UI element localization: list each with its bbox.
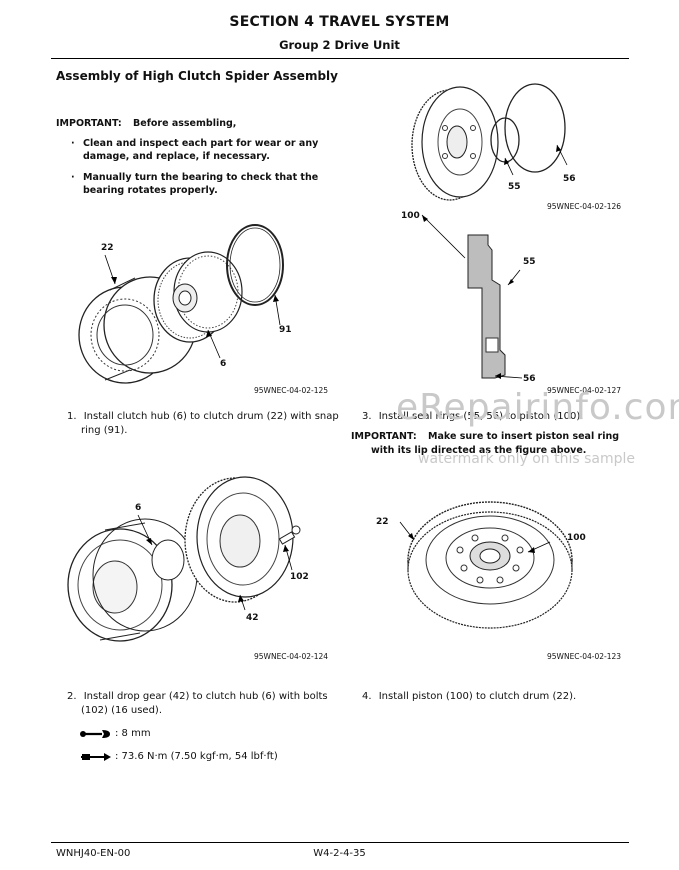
step-number: 3. — [362, 411, 372, 422]
step-number: 2. — [67, 691, 77, 702]
bullet-text: Clean and inspect each part for wear or … — [83, 138, 319, 162]
section-heading: Assembly of High Clutch Spider Assembly — [56, 69, 338, 83]
callout-91: 91 — [279, 325, 292, 335]
figure-caption: 95WNEC-04-02-123 — [547, 652, 622, 661]
callout-6: 6 — [135, 503, 142, 513]
figure-caption: 95WNEC-04-02-124 — [254, 652, 329, 661]
wrench-size: : 8 mm — [115, 728, 151, 739]
callout-22: 22 — [376, 517, 389, 527]
bullet-item: · — [71, 172, 75, 183]
step-2: 2. Install drop gear (42) to clutch hub … — [67, 690, 328, 718]
step-text: Install seal rings (55, 56) to piston (1… — [378, 411, 584, 422]
step-text: Install piston (100) to clutch drum (22)… — [378, 691, 577, 702]
callout-22: 22 — [101, 243, 114, 253]
step-number: 4. — [362, 691, 372, 702]
step-text: Install drop gear (42) to clutch hub (6)… — [83, 691, 328, 702]
important-text: Before assembling, — [133, 118, 237, 129]
torque-wrench-icon — [81, 753, 111, 761]
important-note-2: IMPORTANT: Make sure to insert piston se… — [351, 430, 619, 443]
figure-126-illustration — [411, 83, 568, 201]
figure-caption: 95WNEC-04-02-127 — [547, 386, 622, 395]
document-code: WNHJ40-EN-00 — [56, 848, 131, 859]
callout-6: 6 — [220, 359, 227, 369]
figure-124-illustration — [67, 476, 301, 642]
footer-rule — [51, 842, 629, 843]
wrench-icon — [80, 730, 110, 738]
step-text-cont: (102) (16 used). — [81, 705, 163, 716]
step-text-cont: ring (91). — [81, 425, 128, 436]
group-title: Group 2 Drive Unit — [279, 38, 400, 52]
important-note: IMPORTANT: Before assembling, — [56, 117, 236, 130]
callout-56: 56 — [563, 174, 576, 184]
figure-123-illustration — [399, 501, 573, 629]
important-text: Make sure to insert piston seal ring — [428, 431, 620, 442]
callout-42: 42 — [246, 613, 259, 623]
callout-100: 100 — [567, 533, 586, 543]
figure-caption: 95WNEC-04-02-126 — [547, 202, 622, 211]
callout-56: 56 — [523, 374, 536, 384]
step-3: 3. Install seal rings (55, 56) to piston… — [362, 410, 583, 424]
bullet-text: Manually turn the bearing to check that … — [83, 172, 319, 196]
torque-spec: : 73.6 N·m (7.50 kgf·m, 54 lbf·ft) — [115, 751, 278, 762]
callout-55: 55 — [508, 182, 521, 192]
step-text: Install clutch hub (6) to clutch drum (2… — [83, 411, 339, 422]
section-title: SECTION 4 TRAVEL SYSTEM — [229, 14, 450, 30]
step-1: 1. Install clutch hub (6) to clutch drum… — [67, 410, 339, 438]
bullet-item: · — [71, 138, 75, 149]
callout-102: 102 — [290, 572, 309, 582]
important-text-cont: with its lip directed as the figure abov… — [371, 445, 587, 456]
step-4: 4. Install piston (100) to clutch drum (… — [362, 690, 576, 704]
figure-caption: 95WNEC-04-02-125 — [254, 386, 329, 395]
figure-127-illustration — [421, 214, 523, 379]
watermark-main: eRepairinfo.com — [396, 387, 679, 428]
callout-100: 100 — [401, 211, 420, 221]
callout-55: 55 — [523, 257, 536, 267]
step-number: 1. — [67, 411, 77, 422]
important-label: IMPORTANT: — [56, 118, 122, 129]
page-number: W4-2-4-35 — [313, 848, 366, 859]
header-rule — [51, 58, 629, 59]
watermark-sub: watermark only on this sample — [418, 451, 636, 467]
important-label: IMPORTANT: — [351, 431, 417, 442]
figure-125-illustration — [78, 224, 284, 384]
